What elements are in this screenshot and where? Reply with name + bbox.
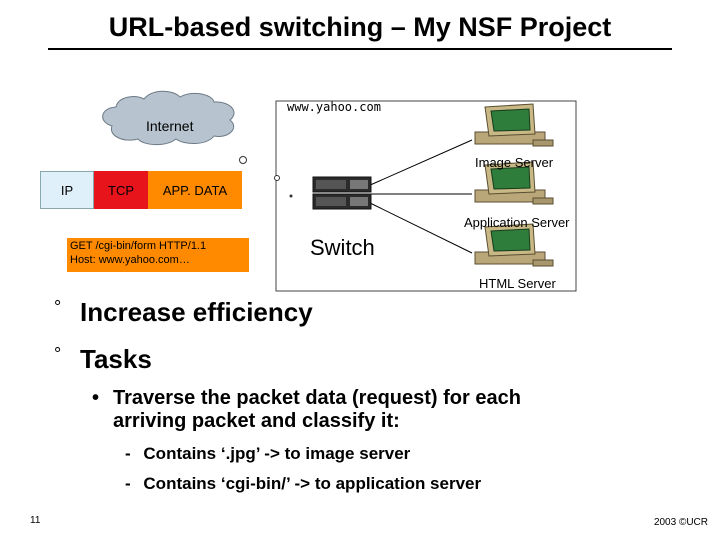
packet-ip-field: IP [40, 171, 94, 209]
yahoo-site-box [275, 100, 577, 292]
internet-cloud-icon [102, 90, 235, 146]
sub-bullet-mark: • [92, 387, 100, 409]
request-line-1: GET /cgi-bin/form HTTP/1.1 [70, 240, 207, 252]
slide-title: URL-based switching – My NSF Project [108, 12, 612, 42]
server-computer-icon [474, 103, 554, 147]
title-underline [48, 48, 672, 50]
slide-number: 11 [30, 515, 41, 526]
packet-tcp-field: TCP [94, 171, 148, 209]
request-line-2: Host: www.yahoo.com… [70, 254, 190, 266]
bullet-text: Tasks [80, 344, 152, 374]
sub-sub-bullet-cgi: - Contains ‘cgi-bin/’ -> to application … [125, 474, 481, 494]
network-diagram [102, 90, 577, 292]
server-computer-icon [474, 223, 554, 267]
application-server-label: Application Server [464, 215, 570, 230]
bullet-tasks: ° Tasks [54, 344, 152, 375]
html-server-label: HTML Server [479, 276, 556, 291]
link-node-icon [239, 156, 247, 164]
bullet-increase-efficiency: ° Increase efficiency [54, 297, 313, 328]
packet-app-data-field: APP. DATA [148, 171, 242, 209]
sub-sub-bullet-text: Contains ‘cgi-bin/’ -> to application se… [143, 474, 482, 493]
switch-label: Switch [310, 235, 375, 260]
bullet-mark: ° [54, 297, 62, 317]
link-node-icon [274, 175, 280, 181]
image-server-label: Image Server [475, 155, 554, 170]
sub-sub-bullet-mark: - [125, 444, 131, 463]
switch-icon [312, 176, 372, 210]
internet-label: Internet [146, 118, 194, 134]
sub-sub-bullet-jpg: - Contains ‘.jpg’ -> to image server [125, 444, 410, 464]
copyright-notice: 2003 ©UCR [653, 517, 708, 528]
sub-bullet-line-1: Traverse the packet data (request) for e… [113, 387, 521, 409]
sub-sub-bullet-mark: - [125, 474, 131, 493]
sub-bullet-line-2: arriving packet and classify it: [113, 410, 400, 432]
link-image-server [367, 139, 473, 187]
http-request-box: GET /cgi-bin/form HTTP/1.1 Host: www.yah… [67, 238, 249, 272]
host-label: www.yahoo.com [287, 100, 381, 114]
link-html-server [367, 201, 473, 254]
bullet-mark: ° [54, 344, 62, 364]
sub-sub-bullet-text: Contains ‘.jpg’ -> to image server [143, 444, 411, 463]
sub-bullet-traverse: • Traverse the packet data (request) for… [92, 387, 692, 433]
server-computer-icon [474, 161, 554, 205]
bullet-text: Increase efficiency [80, 297, 313, 327]
